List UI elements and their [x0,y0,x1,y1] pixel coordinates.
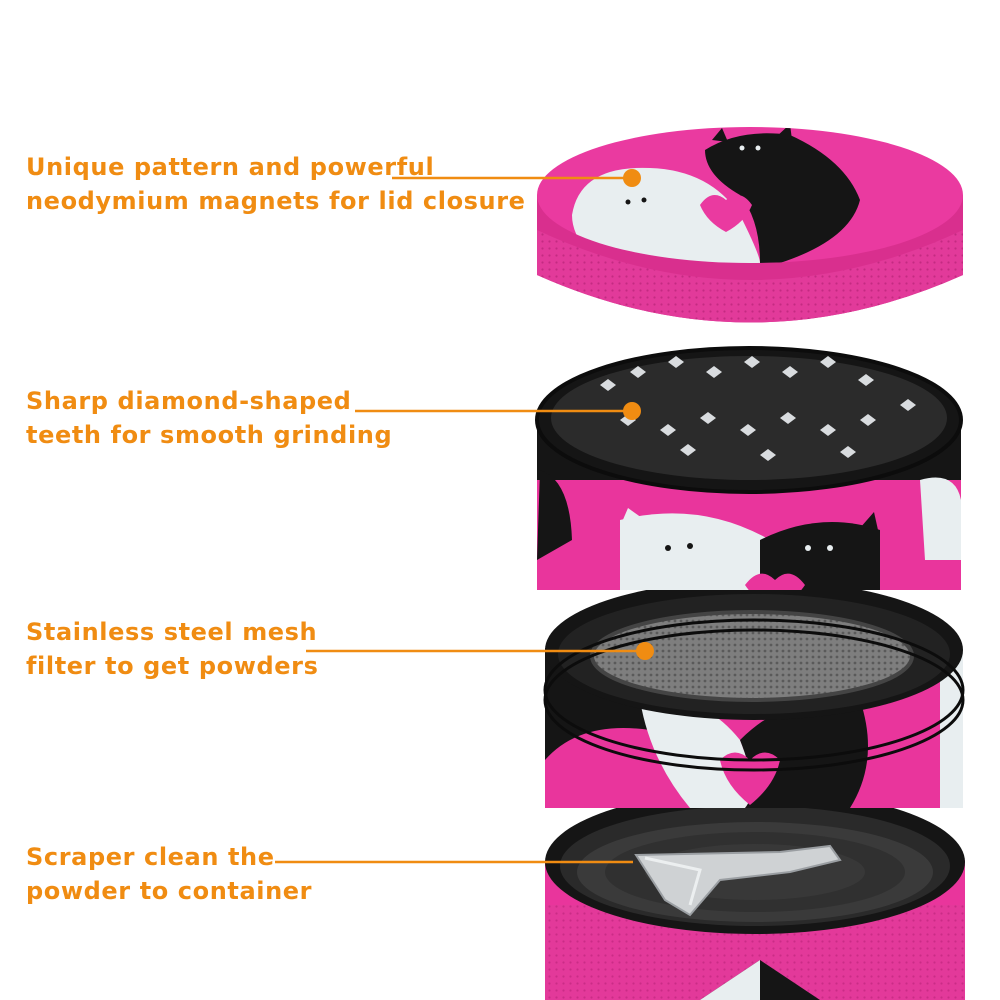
callout-mesh-line1: Stainless steel mesh [26,618,318,646]
callout-lid: Unique pattern and powerful neodymium ma… [26,150,526,218]
scraper-icon [634,844,842,917]
mesh-chamber-piece [543,580,965,808]
lid-piece [537,127,963,323]
callout-scraper-line2: powder to container [26,877,313,905]
bottom-container-piece [545,790,965,1000]
callout-mesh: Stainless steel mesh filter to get powde… [26,615,318,683]
callout-mesh-line2: filter to get powders [26,652,319,680]
callout-teeth-line1: Sharp diamond-shaped [26,387,352,415]
callout-lid-line1: Unique pattern and powerful [26,153,435,181]
callout-lid-line2: neodymium magnets for lid closure [26,187,526,215]
callout-teeth-line2: teeth for smooth grinding [26,421,393,449]
callout-teeth: Sharp diamond-shaped teeth for smooth gr… [26,384,392,452]
diamond-teeth-icon [600,356,916,461]
teeth-chamber-piece [535,346,963,590]
callout-scraper: Scraper clean the powder to container [26,840,312,908]
callout-scraper-line1: Scraper clean the [26,843,275,871]
callout-lines [275,169,654,864]
